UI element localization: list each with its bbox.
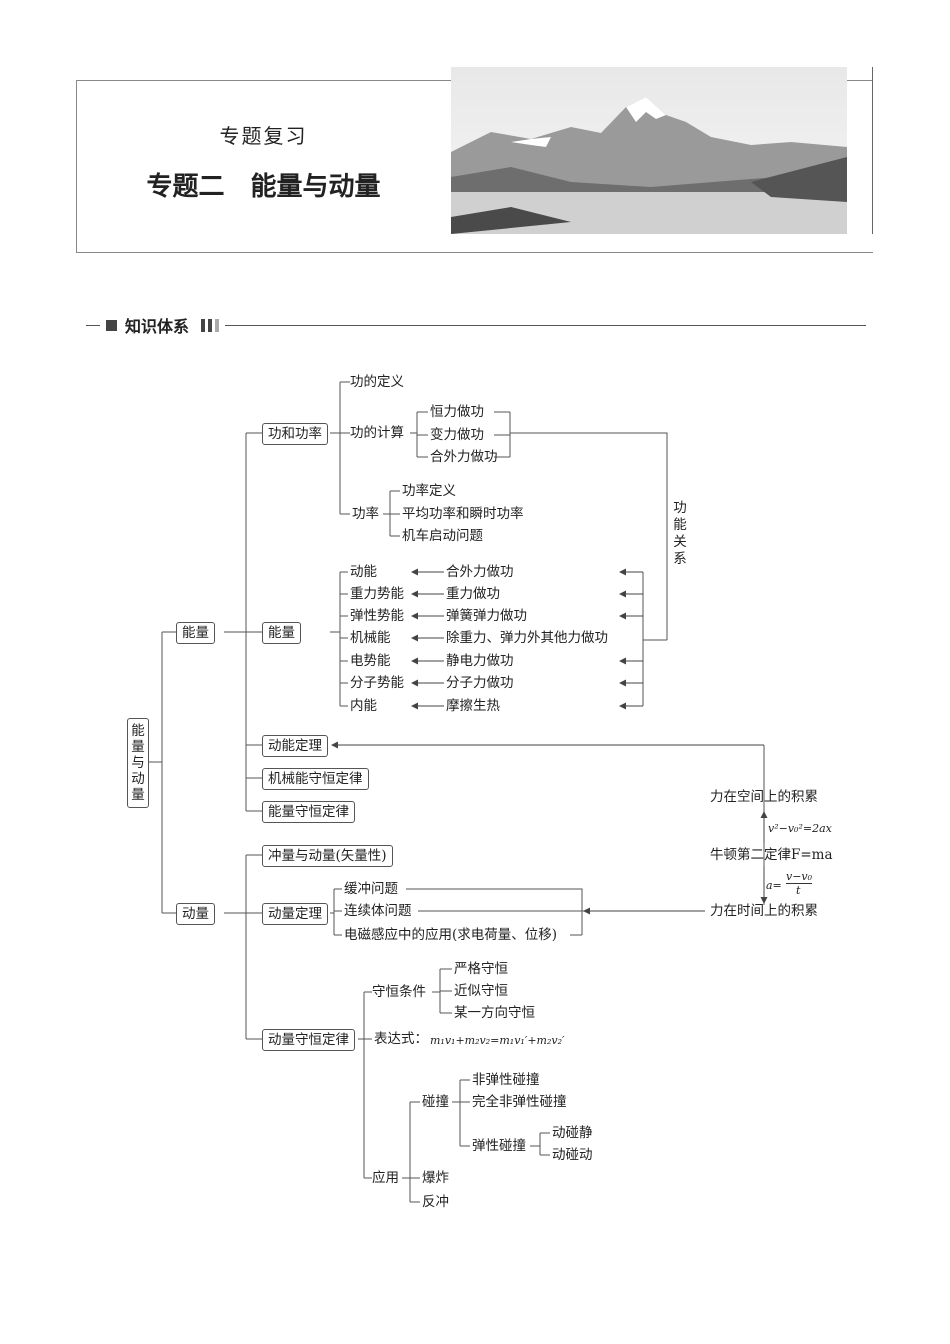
expression-label: 表达式： xyxy=(374,1031,428,1047)
energy-form: 电势能 xyxy=(350,653,391,669)
banner-divider xyxy=(872,67,873,234)
root-node: 能量与动量 xyxy=(127,718,149,808)
energy-work: 摩擦生热 xyxy=(446,698,500,714)
application-item: 爆炸 xyxy=(422,1170,449,1186)
theorem-item: 电磁感应中的应用(求电荷量、位移) xyxy=(344,927,558,943)
theorem-node: 动能定理 xyxy=(262,735,328,757)
work-calc: 功的计算 xyxy=(350,425,404,441)
subtitle: 专题复习 xyxy=(219,124,308,148)
section-rule xyxy=(86,325,866,326)
application: 应用 xyxy=(372,1170,399,1186)
square-icon xyxy=(106,319,117,331)
collision-item: 非弹性碰撞 xyxy=(472,1072,540,1088)
power-item: 机车启动问题 xyxy=(402,528,483,544)
work-energy-relation: 功能关系 xyxy=(673,500,687,567)
page-title: 专题二 能量与动量 xyxy=(146,172,381,202)
condition-item: 近似守恒 xyxy=(454,983,508,999)
accel-eq-den: t xyxy=(796,884,801,897)
energy-work: 分子力做功 xyxy=(446,675,514,691)
section-heading: 知识体系 xyxy=(100,313,226,337)
energy-work: 重力做功 xyxy=(446,586,500,602)
theorem-node: 能量守恒定律 xyxy=(262,801,355,823)
elastic-item: 动碰动 xyxy=(552,1147,593,1163)
energy-work: 除重力、弹力外其他力做功 xyxy=(446,630,608,646)
condition-item: 某一方向守恒 xyxy=(454,1005,535,1021)
space-accumulation: 力在空间上的积累 xyxy=(710,789,818,805)
collision-item: 完全非弹性碰撞 xyxy=(472,1094,567,1110)
energy-work: 合外力做功 xyxy=(446,564,514,580)
calc-item: 恒力做功 xyxy=(430,404,484,420)
elastic-item: 动碰静 xyxy=(552,1125,593,1141)
expression: m₁v₁+m₂v₂=m₁v₁′+m₂v₂′ xyxy=(430,1034,565,1047)
work-definition: 功的定义 xyxy=(350,374,404,390)
energy-sub-node: 能量 xyxy=(262,622,301,644)
conservation-node: 动量守恒定律 xyxy=(262,1029,355,1051)
power-item: 平均功率和瞬时功率 xyxy=(402,506,524,522)
newton-second-law: 牛顿第二定律F=ma xyxy=(710,847,833,863)
calc-item: 合外力做功 xyxy=(430,449,498,465)
energy-node: 能量 xyxy=(176,622,215,644)
accel-eq-num: v−v₀ xyxy=(786,870,813,884)
impulse-node: 冲量与动量(矢量性) xyxy=(262,845,393,867)
energy-form: 动能 xyxy=(350,564,377,580)
kinematic-eq: v²−v₀²=2ax xyxy=(768,822,832,835)
work-power-node: 功和功率 xyxy=(262,423,328,445)
energy-work: 弹簧弹力做功 xyxy=(446,608,527,624)
elastic-collision: 弹性碰撞 xyxy=(472,1138,526,1154)
application-item: 反冲 xyxy=(422,1194,449,1210)
energy-form: 弹性势能 xyxy=(350,608,404,624)
section-label: 知识体系 xyxy=(125,317,190,336)
power: 功率 xyxy=(352,506,379,522)
momentum-node: 动量 xyxy=(176,903,215,925)
energy-form: 重力势能 xyxy=(350,586,404,602)
condition-item: 严格守恒 xyxy=(454,961,508,977)
mountain-image xyxy=(451,67,847,234)
accel-eq-lhs: a= xyxy=(766,879,782,892)
theorem-item: 缓冲问题 xyxy=(344,881,398,897)
power-item: 功率定义 xyxy=(402,483,456,499)
energy-form: 机械能 xyxy=(350,630,391,646)
theorem-node: 机械能守恒定律 xyxy=(262,768,369,790)
bars-icon xyxy=(201,318,220,332)
collision: 碰撞 xyxy=(422,1094,449,1110)
time-accumulation: 力在时间上的积累 xyxy=(710,903,818,919)
conservation-conditions: 守恒条件 xyxy=(372,984,426,1000)
energy-work: 静电力做功 xyxy=(446,653,514,669)
calc-item: 变力做功 xyxy=(430,427,484,443)
theorem-item: 连续体问题 xyxy=(344,903,412,919)
momentum-theorem-node: 动量定理 xyxy=(262,903,328,925)
energy-form: 分子势能 xyxy=(350,675,404,691)
energy-form: 内能 xyxy=(350,698,377,714)
